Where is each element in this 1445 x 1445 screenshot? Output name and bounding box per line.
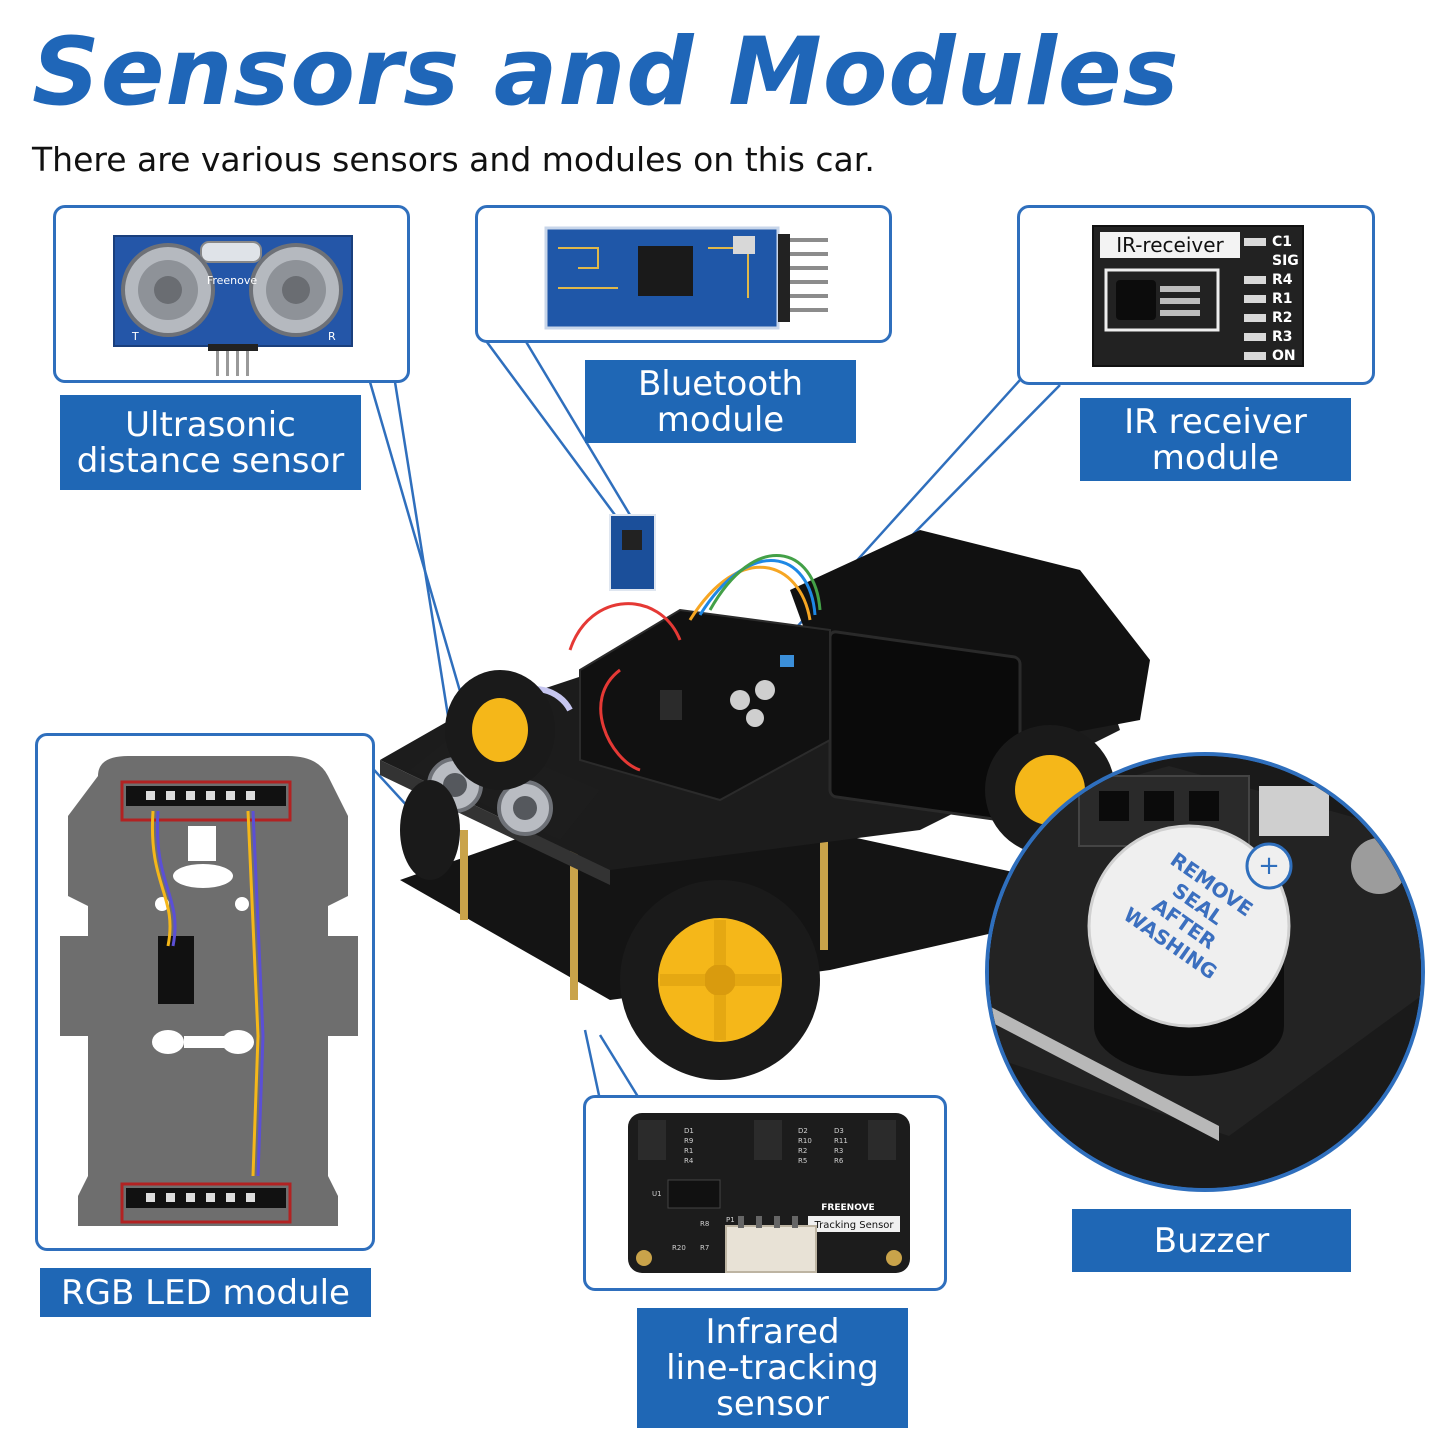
buzzer-label: Buzzer bbox=[1072, 1209, 1351, 1272]
buzzer-magnifier: + REMOVESEALAFTERWASHING 10 11 bbox=[985, 752, 1425, 1192]
tracking-sensor-on-plate bbox=[158, 936, 194, 1004]
highlight-box-bottom bbox=[120, 1182, 292, 1224]
svg-text:R7: R7 bbox=[700, 1244, 709, 1252]
svg-text:SIG: SIG bbox=[1272, 253, 1299, 269]
ultrasonic-sensor-image: Freenove T R bbox=[113, 235, 353, 376]
svg-text:R10: R10 bbox=[798, 1137, 812, 1145]
bluetooth-on-car bbox=[609, 514, 656, 591]
svg-text:R5: R5 bbox=[798, 1157, 807, 1165]
svg-text:D2: D2 bbox=[798, 1127, 808, 1135]
svg-text:R11: R11 bbox=[834, 1137, 848, 1145]
connector-tracking bbox=[583, 1029, 602, 1101]
svg-text:+: + bbox=[1258, 851, 1280, 881]
svg-text:R20: R20 bbox=[672, 1244, 686, 1252]
svg-text:C1: C1 bbox=[1272, 234, 1292, 250]
svg-text:P1: P1 bbox=[726, 1216, 735, 1224]
svg-text:R9: R9 bbox=[684, 1137, 693, 1145]
ultrasonic-label: Ultrasonic distance sensor bbox=[60, 395, 361, 490]
front-wheel bbox=[620, 880, 820, 1080]
ir-receiver-image: IR-receiver C1 SIG R4 R1 R2 R3 ON bbox=[1092, 225, 1304, 367]
bluetooth-module-image bbox=[544, 226, 828, 330]
ir-receiver-label: IR receiver module bbox=[1080, 398, 1351, 481]
svg-text:D1: D1 bbox=[684, 1127, 694, 1135]
rear-left-wheel bbox=[445, 670, 555, 790]
svg-text:R2: R2 bbox=[798, 1147, 807, 1155]
tracking-connector bbox=[725, 1225, 817, 1273]
ultrasonic-brand: Freenove bbox=[207, 274, 258, 287]
page-title: Sensors and Modules bbox=[32, 18, 1180, 127]
svg-text:R1: R1 bbox=[684, 1147, 693, 1155]
tracking-frame: D1 R9 R1 R4 D2 R10 R2 R5 D3 R11 R3 R6 U1… bbox=[583, 1095, 947, 1291]
svg-text:R3: R3 bbox=[834, 1147, 843, 1155]
ir-receiver-frame: IR-receiver C1 SIG R4 R1 R2 R3 ON bbox=[1017, 205, 1375, 385]
svg-text:R3: R3 bbox=[1272, 329, 1293, 345]
svg-text:ON: ON bbox=[1272, 348, 1296, 364]
rgb-led-frame bbox=[35, 733, 375, 1251]
svg-text:R6: R6 bbox=[834, 1157, 844, 1165]
rgb-led-plate-image bbox=[60, 756, 358, 1226]
svg-text:U1: U1 bbox=[652, 1190, 662, 1198]
svg-text:D3: D3 bbox=[834, 1127, 844, 1135]
svg-text:R8: R8 bbox=[700, 1220, 709, 1228]
svg-text:R2: R2 bbox=[1272, 310, 1293, 326]
chassis-plate bbox=[60, 756, 358, 1226]
svg-text:R4: R4 bbox=[684, 1157, 694, 1165]
page-subtitle: There are various sensors and modules on… bbox=[32, 140, 875, 179]
rgb-led-label: RGB LED module bbox=[40, 1268, 371, 1317]
tracking-brand: FREENOVE bbox=[821, 1203, 874, 1213]
robot-car-illustration bbox=[380, 514, 1150, 1080]
ultrasonic-frame: Freenove T R bbox=[53, 205, 410, 383]
buzzer-closeup-image: + REMOVESEALAFTERWASHING 10 11 bbox=[989, 756, 1421, 1188]
tracking-sensor-image: D1 R9 R1 R4 D2 R10 R2 R5 D3 R11 R3 R6 U1… bbox=[628, 1113, 910, 1273]
highlight-box-top bbox=[120, 780, 292, 822]
tracking-board-title: Tracking Sensor bbox=[813, 1220, 894, 1231]
svg-text:R1: R1 bbox=[1272, 291, 1293, 307]
tracking-label: Infrared line-tracking sensor bbox=[637, 1308, 908, 1428]
bluetooth-frame bbox=[475, 205, 892, 343]
connector-bluetooth bbox=[476, 329, 617, 516]
controller-board bbox=[579, 608, 831, 802]
ir-board-title: IR-receiver bbox=[1116, 233, 1224, 257]
bluetooth-label: Bluetooth module bbox=[585, 360, 856, 443]
svg-text:T: T bbox=[131, 330, 139, 343]
svg-text:R4: R4 bbox=[1272, 272, 1293, 288]
svg-text:R: R bbox=[328, 330, 336, 343]
